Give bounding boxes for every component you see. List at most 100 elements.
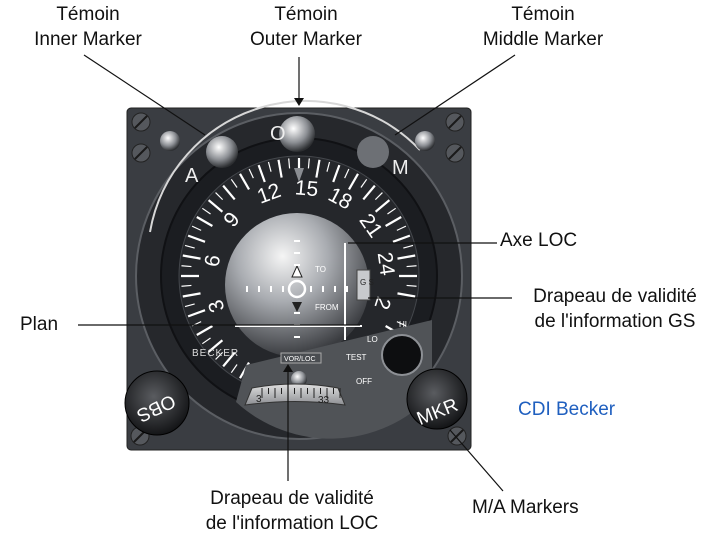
function-switch[interactable] [381, 334, 423, 376]
compass-tick [406, 284, 417, 287]
compass-tick [344, 168, 350, 179]
vertical-dot [294, 264, 300, 266]
switch-label-lo: LO [367, 335, 378, 344]
switch-label-off: OFF [356, 377, 372, 386]
label-inner-marker-line2: Inner Marker [34, 29, 142, 50]
compass-tick [406, 265, 417, 268]
compass-label: 24 [373, 251, 399, 278]
compass-tick [222, 351, 236, 368]
compass-tick [201, 207, 211, 215]
switch-label-test: TEST [346, 353, 367, 362]
lamp-letter-outer: O [270, 123, 286, 145]
callout-lines [78, 54, 516, 492]
compass-tick [387, 207, 397, 215]
compass-tick [397, 292, 416, 298]
outer-marker-lamp [279, 116, 315, 152]
compass-tick [385, 216, 402, 227]
vor-loc-flag-label: VOR/LOC [284, 356, 316, 363]
sub-scale-label-3: 3 [256, 394, 262, 405]
lamp-letter-middle: M [392, 157, 409, 179]
lamp-letter-inner: A [185, 165, 199, 187]
loc-flag-arrowhead [283, 364, 293, 372]
label-cdi-becker: CDI Becker [518, 397, 615, 422]
horizontal-dot [270, 286, 272, 292]
vor-loc-flag [280, 352, 322, 364]
compass-tick [307, 158, 310, 169]
to-arrow [291, 264, 303, 278]
compass-tick [230, 178, 238, 188]
horizontal-dots [246, 286, 348, 292]
label-cdi-becker-text: CDI Becker [518, 399, 616, 420]
compass-tick [396, 321, 407, 327]
horizontal-dot [282, 286, 284, 292]
to-label: TO [315, 265, 326, 274]
lower-lamp [291, 371, 307, 387]
middle-marker-lamp-small [415, 131, 435, 151]
compass-tick [181, 265, 192, 268]
inner-marker-lamp-small [160, 131, 180, 151]
horizontal-dot [346, 286, 348, 292]
compass-tick [374, 199, 391, 213]
compass-tick [277, 159, 283, 178]
compass-tick [257, 164, 266, 183]
compass-tick [397, 254, 416, 260]
compass-tick [196, 216, 213, 227]
label-outer-marker: Témoin Outer Marker [226, 2, 386, 52]
horizontal-dot [258, 286, 260, 292]
brand-label: BECKER [192, 348, 239, 359]
label-plan-text: Plan [20, 314, 59, 335]
ball-center-ring [287, 279, 307, 299]
label-gs-flag-line1: Drapeau de validité [533, 286, 697, 307]
compass-tick [230, 364, 238, 374]
from-label: FROM [315, 303, 339, 312]
label-middle-marker-line2: Middle Marker [482, 29, 604, 50]
screw-top-left [131, 112, 151, 132]
compass-tick [182, 254, 201, 260]
compass-tick [403, 244, 414, 249]
compass-tick [215, 192, 224, 201]
obs-knob[interactable]: OBS [124, 370, 190, 436]
screw-bottom-right [447, 426, 467, 446]
compass-tick [181, 284, 192, 287]
label-ma-markers-text: M/A Markers [472, 497, 579, 518]
mkr-knob[interactable]: MKR [406, 368, 468, 430]
compass-tick [315, 159, 321, 178]
compass-tick [360, 178, 368, 188]
gs-flag [356, 269, 371, 301]
inner-marker-lamp [206, 136, 238, 168]
label-loc-flag-line2: de l'information LOC [205, 513, 379, 534]
vertical-dot [294, 240, 300, 242]
deviation-ball [225, 213, 369, 357]
label-axe-loc-text: Axe LOC [500, 230, 578, 251]
compass-tick [326, 161, 331, 172]
label-loc-flag-line1: Drapeau de validité [210, 488, 374, 509]
horizontal-dot [310, 286, 312, 292]
label-plan: Plan [20, 312, 58, 337]
middle-marker-lamp [357, 136, 389, 168]
compass-tick [332, 164, 341, 183]
outer-marker-arrowhead [294, 98, 304, 106]
compass-tick [396, 225, 407, 231]
compass-tick [362, 184, 376, 201]
sub-scale-label-33: 33 [318, 395, 330, 406]
label-loc-flag: Drapeau de validité de l'information LOC [186, 486, 398, 536]
compass-tick [288, 158, 291, 169]
compass-tick [184, 244, 195, 249]
compass-tick [374, 192, 383, 201]
label-inner-marker-line1: Témoin [56, 4, 120, 25]
label-inner-marker: Témoin Inner Marker [12, 2, 164, 52]
compass-label: 15 [294, 176, 319, 201]
horizontal-dot [322, 286, 324, 292]
compass-tick [187, 309, 206, 318]
from-arrow [292, 302, 302, 312]
compass-tick [348, 173, 359, 190]
compass-tick [267, 161, 272, 172]
label-outer-marker-line2: Outer Marker [250, 29, 362, 50]
compass-tick [239, 173, 250, 190]
compass-tick [182, 292, 201, 298]
compass-tick [207, 339, 224, 353]
vertical-dot [294, 336, 300, 338]
label-ma-markers: M/A Markers [472, 495, 579, 520]
